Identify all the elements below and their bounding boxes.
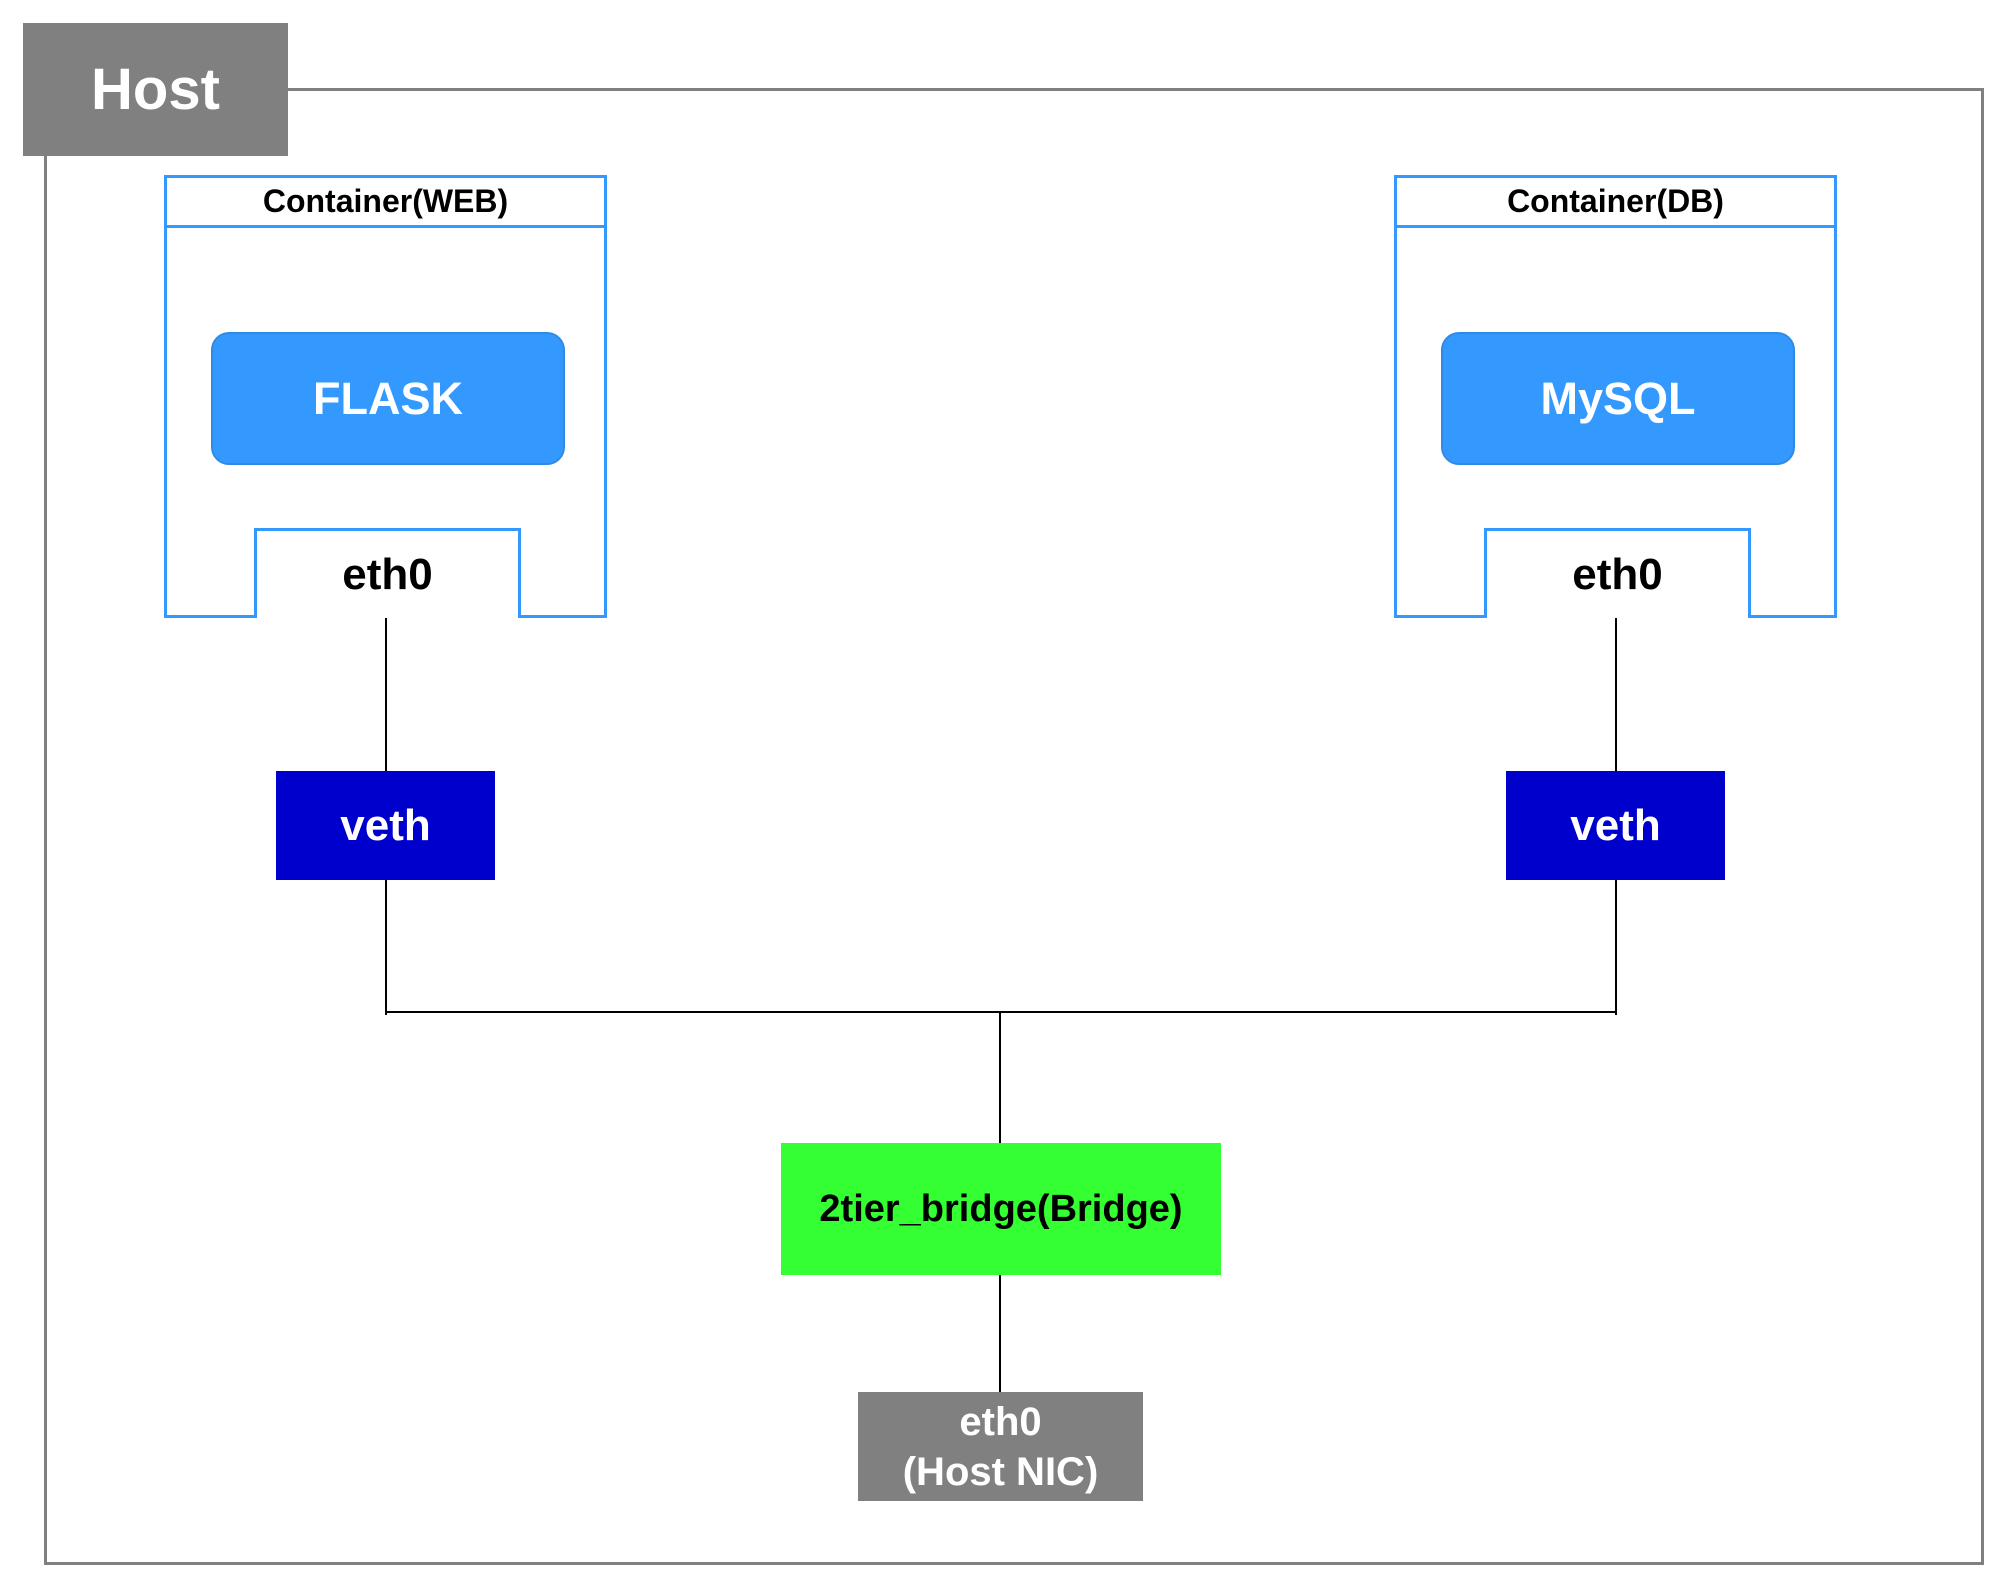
wire-horizontal-bus [385, 1011, 1617, 1013]
container-db-eth0: eth0 [1484, 528, 1751, 618]
wire-web-veth-down [385, 880, 387, 1015]
web-veth: veth [276, 771, 495, 880]
bridge-box: 2tier_bridge(Bridge) [781, 1143, 1221, 1275]
wire-bridge-to-host-nic [999, 1274, 1001, 1392]
wire-db-veth-down [1615, 880, 1617, 1015]
flask-app-box: FLASK [211, 332, 565, 465]
host-nic-name: eth0 [959, 1399, 1042, 1444]
wire-db-eth0-to-veth [1615, 617, 1617, 772]
wire-web-eth0-to-veth [385, 617, 387, 772]
db-veth: veth [1506, 771, 1725, 880]
host-label: Host [23, 23, 288, 156]
container-web: Container(WEB) FLASK eth0 [164, 175, 607, 618]
container-db-title: Container(DB) [1397, 178, 1834, 228]
container-web-eth0: eth0 [254, 528, 521, 618]
container-db: Container(DB) MySQL eth0 [1394, 175, 1837, 618]
host-nic-box: eth0 (Host NIC) [858, 1392, 1143, 1501]
host-nic-caption: (Host NIC) [902, 1449, 1099, 1494]
wire-bus-to-bridge [999, 1011, 1001, 1143]
mysql-app-box: MySQL [1441, 332, 1795, 465]
container-web-title: Container(WEB) [167, 178, 604, 228]
